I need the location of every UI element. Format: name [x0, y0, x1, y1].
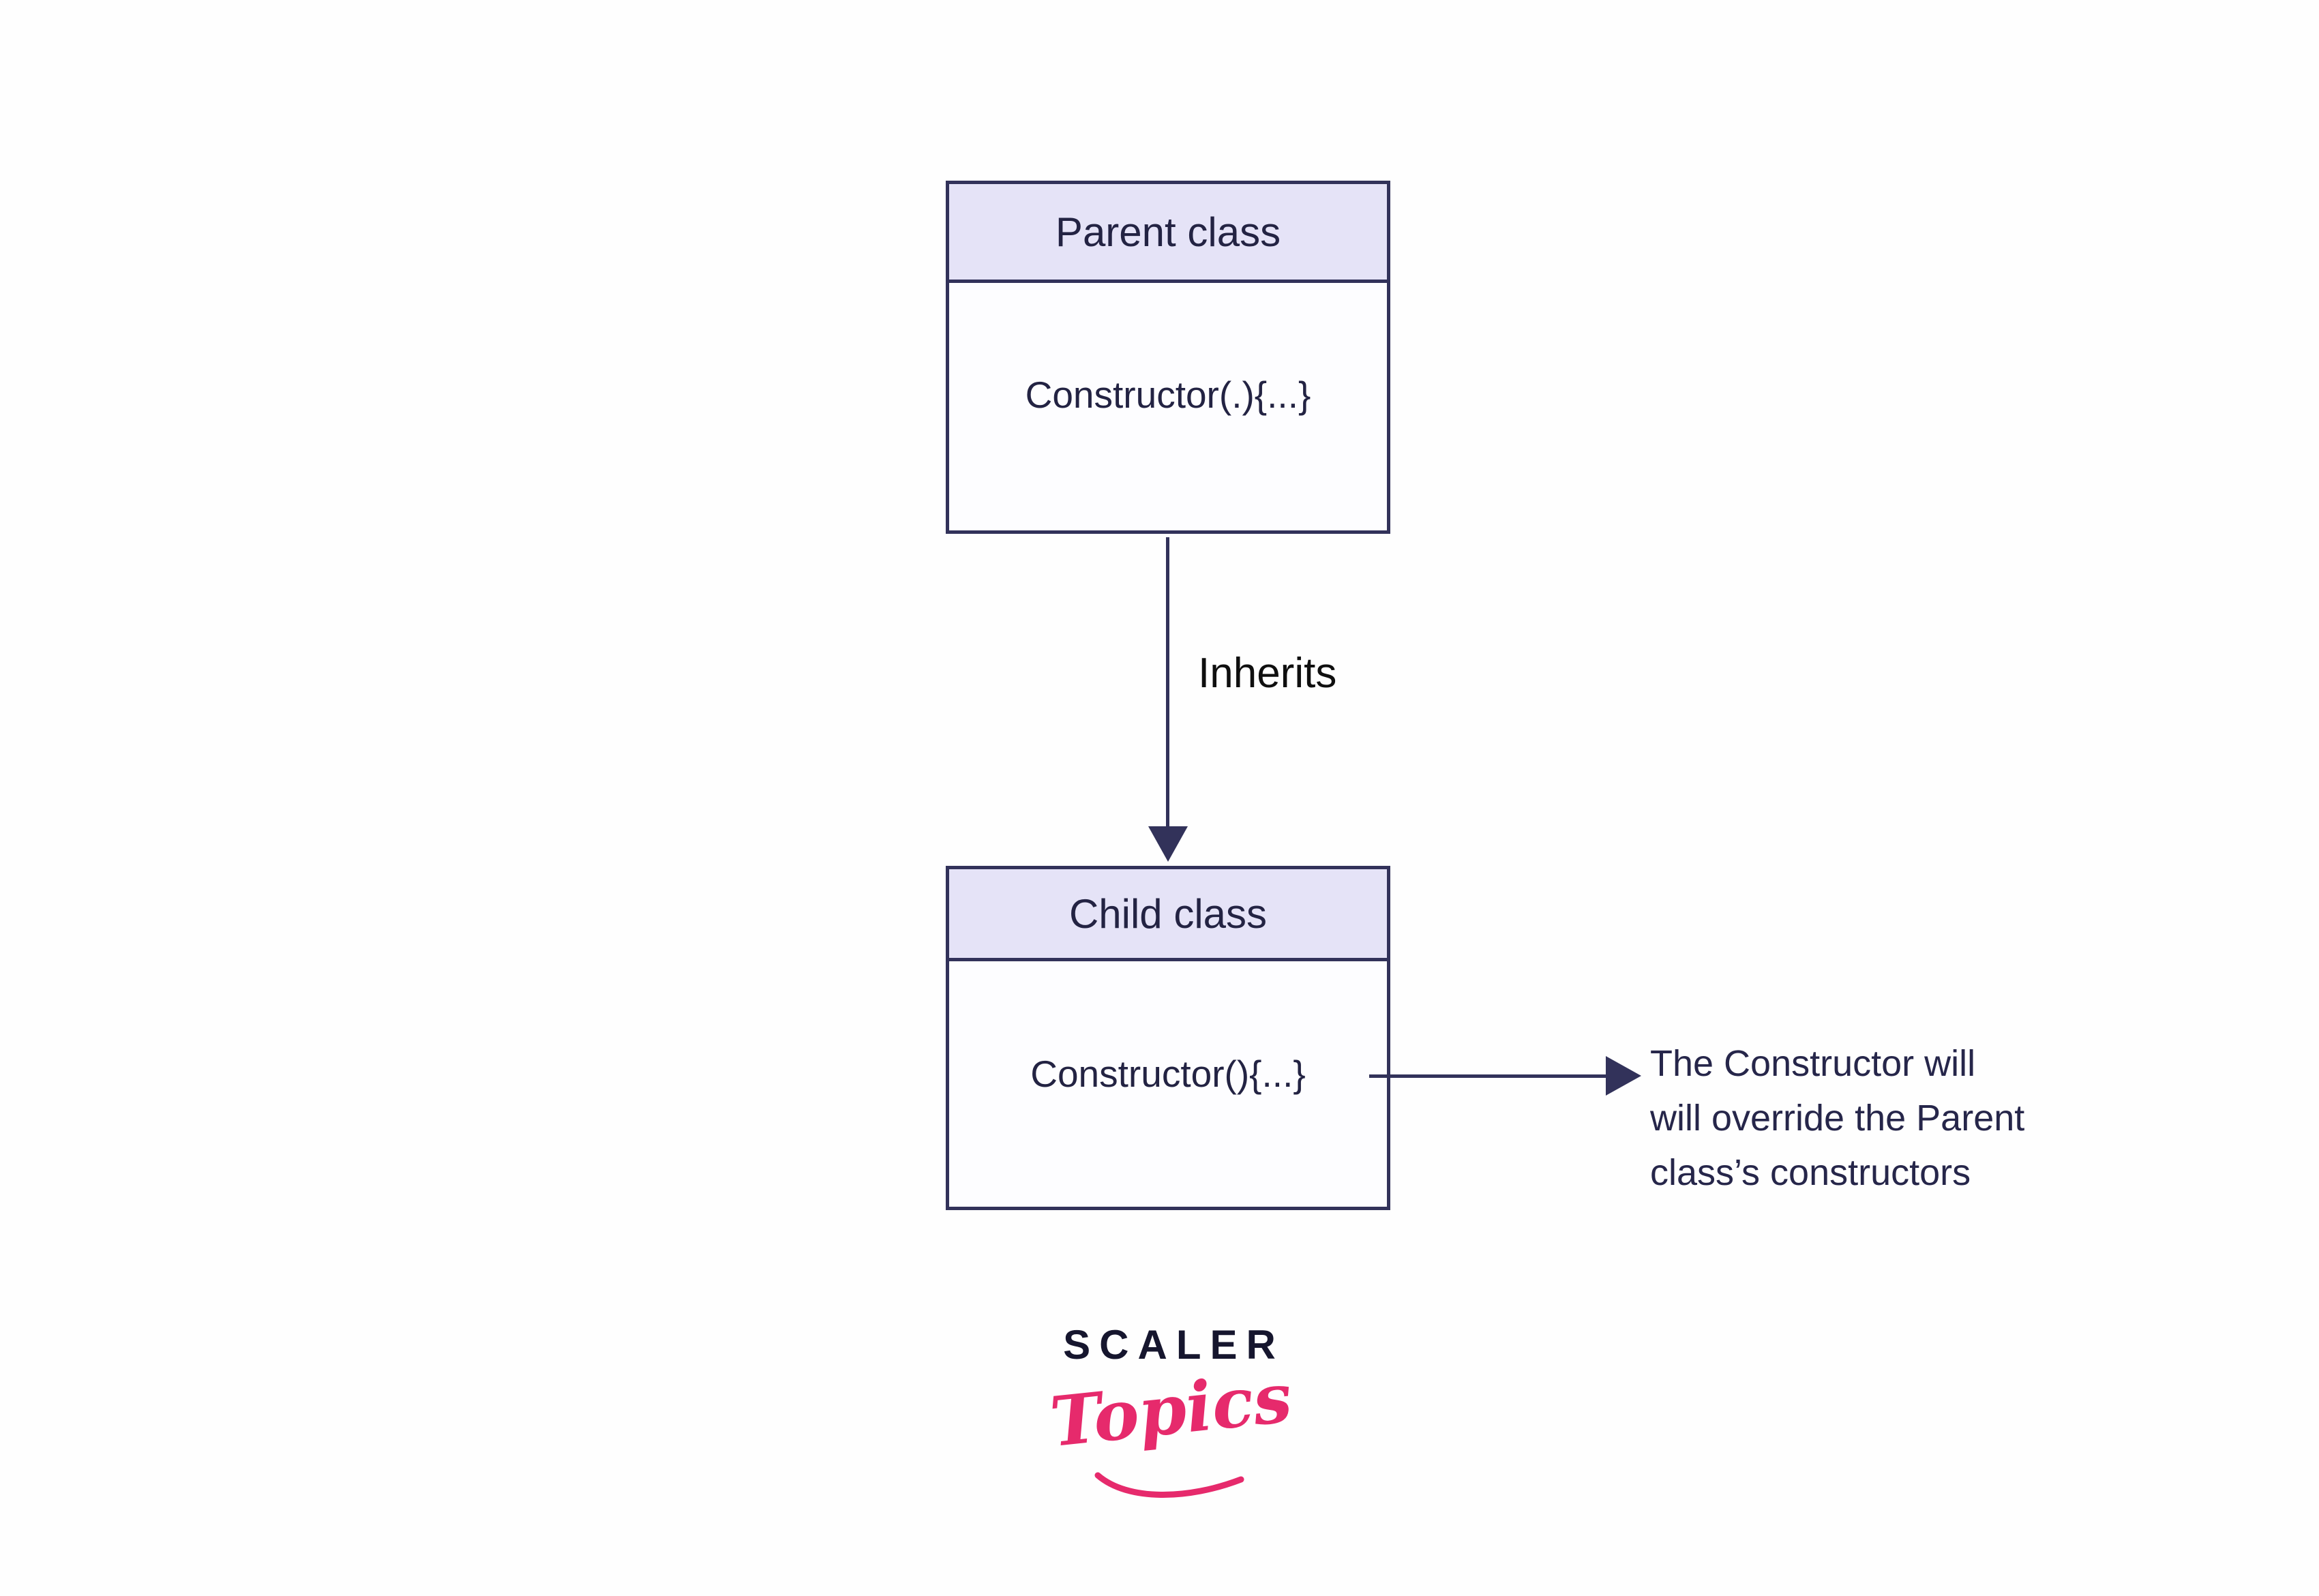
scaler-topics-logo: SCALER Topics — [1047, 1321, 1296, 1498]
inherits-label: Inherits — [1198, 650, 1337, 697]
annotation-arrow-line — [1369, 1074, 1606, 1078]
parent-constructor-text: Constructor(.){...} — [1025, 374, 1311, 416]
child-class-box: Child class Constructor(){...} — [946, 866, 1390, 1210]
topics-underline-flourish-icon — [1094, 1472, 1244, 1498]
child-class-title: Child class — [1068, 890, 1268, 937]
topics-logo-text: Topics — [1046, 1357, 1296, 1462]
scaler-logo-text: SCALER — [1063, 1322, 1285, 1368]
child-class-header: Child class — [949, 869, 1387, 961]
parent-class-title: Parent class — [1055, 209, 1281, 255]
parent-class-header: Parent class — [949, 184, 1387, 283]
parent-class-box: Parent class Constructor(.){...} — [946, 181, 1390, 534]
annotation-arrowhead-icon — [1606, 1056, 1641, 1096]
child-class-body: Constructor(){...} — [949, 961, 1387, 1207]
child-constructor-text: Constructor(){...} — [1030, 1053, 1306, 1095]
inherits-arrow-line — [1166, 537, 1169, 826]
override-annotation-text: The Constructor will will override the P… — [1650, 1043, 2025, 1193]
inherits-arrowhead-icon — [1148, 826, 1188, 862]
parent-class-body: Constructor(.){...} — [949, 283, 1387, 527]
